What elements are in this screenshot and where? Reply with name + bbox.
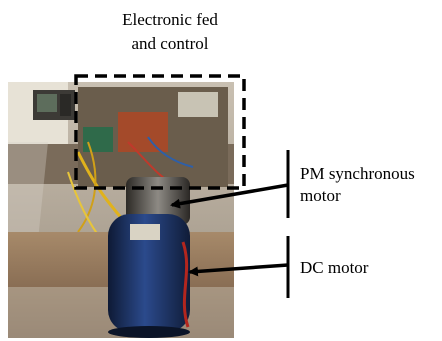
- pm-label-line-1: PM synchronous: [300, 164, 415, 183]
- electronic-fed-caption: Electronic fed and control: [60, 8, 280, 56]
- electronic-control-dashed-box: [74, 74, 246, 190]
- dc-motor-arrow: [188, 263, 289, 277]
- dc-motor-label: DC motor: [300, 258, 369, 277]
- lab-test-bench-photo: [8, 82, 234, 338]
- pm-label-line-2: motor: [300, 186, 341, 205]
- caption-line-1: Electronic fed: [122, 10, 218, 29]
- photo-drawing: [8, 82, 234, 338]
- pm-motor-arrow: [170, 183, 289, 209]
- pm-synchronous-motor-label: PM synchronous motor: [300, 163, 415, 207]
- caption-line-2: and control: [131, 34, 209, 53]
